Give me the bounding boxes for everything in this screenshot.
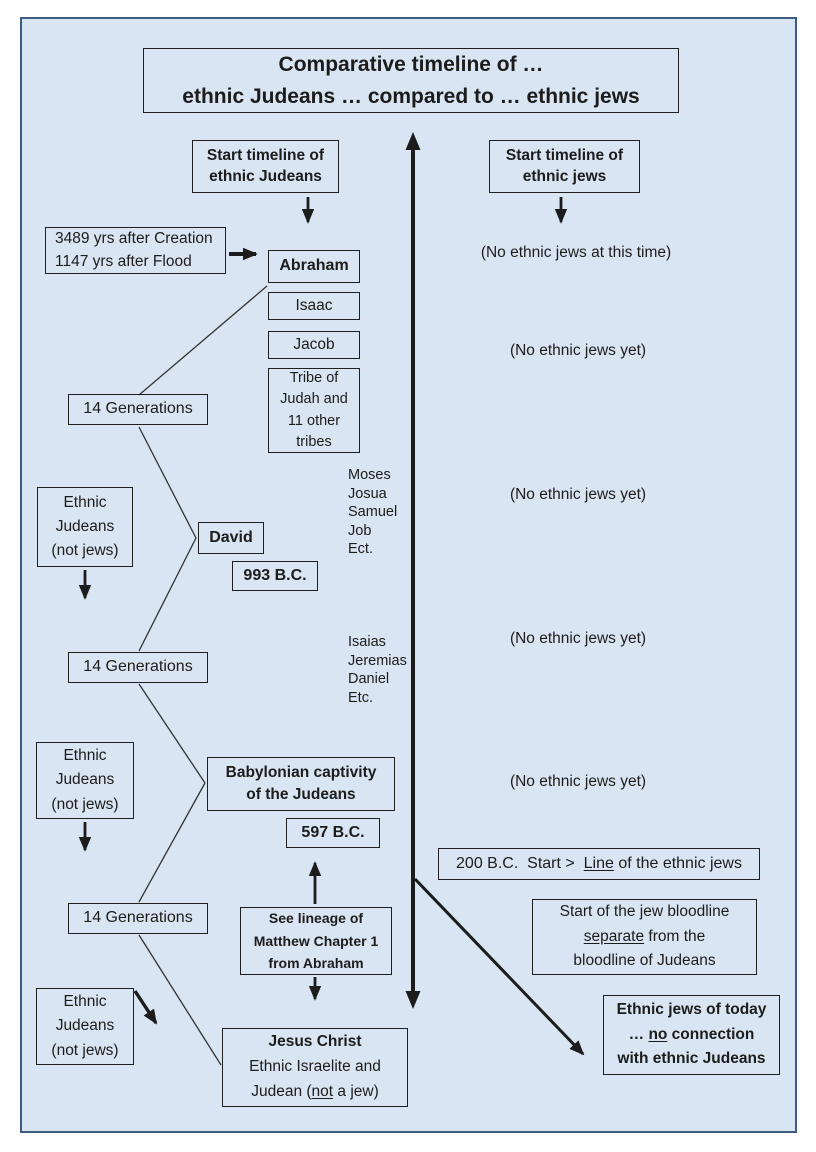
ethnic-judeans-1-line-3: (not jews) [51, 542, 119, 559]
babylon-line-2: of the Judeans [246, 786, 356, 803]
jews-today-line-2-pre: … [628, 1025, 649, 1043]
isaac-label: Isaac [295, 296, 333, 314]
start-jews-box: Start timeline of ethnic jews [489, 140, 640, 193]
ethnic-judeans-3-line-2: Judeans [55, 1017, 115, 1035]
ethnic-judeans-2-line-1: Ethnic [63, 747, 107, 765]
title-box: Comparative timeline of … ethnic Judeans… [143, 48, 679, 113]
bloodline-box: Start of the jew bloodline separate from… [532, 899, 757, 975]
jesus-line-3-rest: a jew) [333, 1082, 379, 1100]
generations-box-3: 14 Generations [68, 903, 208, 934]
start-judeans-box: Start timeline of ethnic Judeans [192, 140, 339, 193]
list-item: Etc. [348, 689, 373, 706]
ethnic-judeans-3-line-1: Ethnic [63, 993, 107, 1011]
jesus-line-3-pre: Judean ( [251, 1082, 312, 1100]
generations-label-3: 14 Generations [83, 909, 193, 927]
david-label: David [209, 528, 253, 546]
start-jews-line-2: ethnic jews [522, 167, 607, 185]
prophets-late-list: Isaias Jeremias Daniel Etc. [348, 633, 407, 707]
generations-box-2: 14 Generations [68, 652, 208, 683]
tribe-line-2: Judah and [280, 391, 348, 408]
note-no-jews-1: (No ethnic jews at this time) [456, 244, 696, 262]
jews-today-line-3: with ethnic Judeans [617, 1050, 766, 1068]
list-item: Daniel [348, 671, 390, 688]
lineage-line-1: See lineage of [268, 910, 364, 927]
ethnic-judeans-3-line-3: (not jews) [51, 1041, 119, 1059]
note-no-jews-5: (No ethnic jews yet) [478, 773, 678, 791]
bc200-underlined: Line [583, 854, 614, 872]
start-judeans-line-1: Start timeline of [206, 147, 325, 165]
creation-note-line-2: 1147 yrs after Flood [55, 252, 192, 270]
list-item: Josua [348, 485, 387, 502]
lineage-line-2: Matthew Chapter 1 [253, 932, 379, 949]
ethnic-judeans-1-line-1: Ethnic [63, 493, 107, 511]
note-no-jews-3: (No ethnic jews yet) [478, 486, 678, 504]
abraham-box: Abraham [268, 250, 360, 283]
bloodline-line-2-rest: from the [644, 927, 706, 945]
start-jews-line-1: Start timeline of [505, 147, 624, 165]
list-item: Isaias [348, 634, 386, 650]
prophets-early-list: Moses Josua Samuel Job Ect. [348, 466, 397, 559]
note-no-jews-4-text: (No ethnic jews yet) [509, 630, 647, 647]
jacob-box: Jacob [268, 331, 360, 359]
year-993-label: 993 B.C. [243, 566, 307, 584]
note-no-jews-3-text: (No ethnic jews yet) [509, 486, 647, 503]
note-no-jews-1-text: (No ethnic jews at this time) [480, 244, 672, 261]
lineage-box: See lineage of Matthew Chapter 1 from Ab… [240, 907, 392, 975]
bc200-pre: 200 B.C. Start > [456, 854, 584, 872]
jews-today-underlined: no [648, 1025, 668, 1043]
jesus-name: Jesus Christ [268, 1033, 362, 1051]
bloodline-line-2: separate from the [584, 925, 706, 950]
tribe-line-1: Tribe of [289, 369, 339, 386]
lineage-line-3: from Abraham [268, 955, 364, 972]
note-no-jews-2: (No ethnic jews yet) [478, 342, 678, 360]
jesus-line-2: Ethnic Israelite and [249, 1058, 381, 1076]
bloodline-line-1: Start of the jew bloodline [559, 902, 730, 920]
jesus-line-3: Judean (not a jew) [251, 1080, 379, 1105]
year-597-label: 597 B.C. [301, 823, 365, 841]
jesus-box: Jesus Christ Ethnic Israelite and Judean… [222, 1028, 408, 1107]
ethnic-judeans-box-2: Ethnic Judeans (not jews) [36, 742, 134, 819]
list-item: Job [348, 522, 372, 539]
ethnic-judeans-box-3: Ethnic Judeans (not jews) [36, 988, 134, 1065]
isaac-box: Isaac [268, 292, 360, 320]
david-box: David [198, 522, 264, 554]
jews-today-line-2: … no connection [629, 1023, 755, 1048]
tribe-box: Tribe of Judah and 11 other tribes [268, 368, 360, 453]
babylon-box: Babylonian captivity of the Judeans [207, 757, 395, 811]
list-item: Samuel [348, 504, 398, 521]
generations-box-1: 14 Generations [68, 394, 208, 425]
creation-note-box: 3489 yrs after Creation 1147 yrs after F… [45, 227, 226, 274]
jews-today-line-2-rest: connection [667, 1025, 755, 1043]
ethnic-judeans-2-line-2: Judeans [55, 771, 115, 789]
bc200-box: 200 B.C. Start > Line of the ethnic jews [438, 848, 760, 880]
note-no-jews-2-text: (No ethnic jews yet) [509, 342, 647, 359]
list-item: Ect. [348, 541, 373, 558]
year-597-box: 597 B.C. [286, 818, 380, 848]
list-item: Moses [348, 467, 391, 483]
bloodline-underlined: separate [583, 927, 645, 945]
abraham-label: Abraham [279, 257, 349, 275]
year-993-box: 993 B.C. [232, 561, 318, 591]
ethnic-judeans-box-1: Ethnic Judeans (not jews) [37, 487, 133, 567]
start-judeans-line-2: ethnic Judeans [209, 167, 322, 185]
jews-today-box: Ethnic jews of today … no connection wit… [603, 995, 780, 1075]
ethnic-judeans-2-line-3: (not jews) [51, 795, 119, 813]
jews-today-line-1: Ethnic jews of today [616, 1000, 767, 1018]
tribe-line-4: tribes [296, 433, 332, 450]
tribe-line-3: 11 other [287, 412, 341, 429]
list-item: Jeremias [348, 652, 407, 669]
jesus-underlined: not [311, 1082, 334, 1100]
note-no-jews-5-text: (No ethnic jews yet) [509, 773, 647, 790]
title-line-2: ethnic Judeans … compared to … ethnic je… [182, 84, 640, 108]
creation-note-line-1: 3489 yrs after Creation [55, 230, 213, 248]
bc200-post: of the ethnic jews [613, 854, 742, 872]
bloodline-line-3: bloodline of Judeans [573, 952, 716, 970]
ethnic-judeans-1-line-2: Judeans [55, 517, 115, 535]
babylon-line-1: Babylonian captivity [225, 763, 377, 781]
generations-label-2: 14 Generations [83, 658, 193, 676]
note-no-jews-4: (No ethnic jews yet) [478, 630, 678, 648]
title-line-1: Comparative timeline of … [278, 53, 544, 76]
jacob-label: Jacob [293, 335, 335, 353]
generations-label-1: 14 Generations [83, 400, 193, 418]
